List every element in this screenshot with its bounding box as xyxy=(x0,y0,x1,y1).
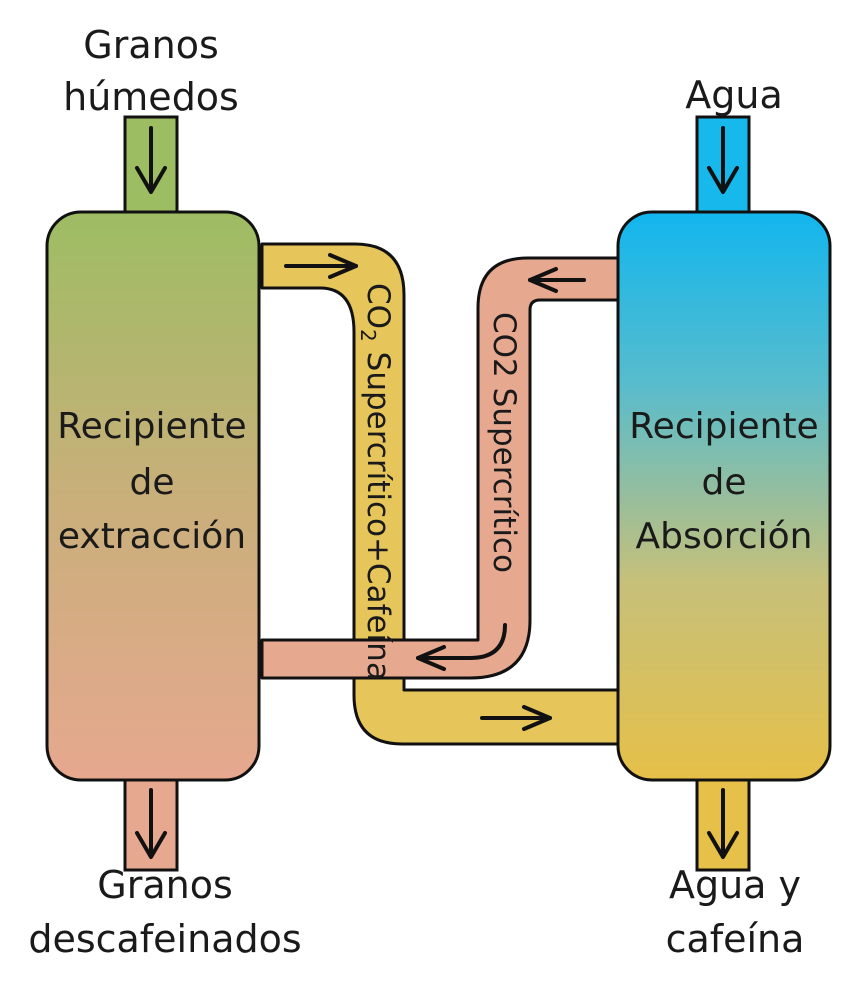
co2-return-pipe xyxy=(260,256,620,680)
yellow-bottom-right-arrow-icon xyxy=(480,705,552,731)
wet-beans-label-line1: Granos xyxy=(83,23,219,67)
wet-beans-down-arrow-icon xyxy=(135,126,167,194)
salmon-top-left-arrow-icon xyxy=(528,267,586,293)
extraction-vessel xyxy=(45,210,261,782)
absorption-vessel-label-line1: Recipiente xyxy=(629,406,818,447)
extraction-vessel-label-line3: extracción xyxy=(58,516,246,557)
decaf-beans-label-line2: descafeinados xyxy=(28,917,301,961)
water-caffeine-down-arrow-icon xyxy=(707,788,739,859)
yellow-top-right-arrow-icon xyxy=(284,253,358,279)
wet-beans-label-line2: húmedos xyxy=(63,75,239,119)
decaf-beans-down-arrow-icon xyxy=(135,788,167,859)
extraction-vessel-label-line2: de xyxy=(130,462,175,503)
co2-return-pipe-label: CO2 Supercrítico xyxy=(486,312,522,573)
extraction-vessel-label-line1: Recipiente xyxy=(57,406,246,447)
water-down-arrow-icon xyxy=(707,126,739,194)
decaf-beans-label-line1: Granos xyxy=(97,863,233,907)
co2-caffeine-pipe-label: CO2 Supercrítico+Cafeína xyxy=(356,283,396,681)
water-caffeine-label-line2: cafeína xyxy=(666,917,805,961)
salmon-bottom-curved-arrow-icon xyxy=(416,623,507,671)
water-caffeine-label-line1: Agua y xyxy=(669,863,801,907)
water-label: Agua xyxy=(685,73,783,117)
absorption-vessel xyxy=(616,210,832,782)
absorption-vessel-label-line3: Absorción xyxy=(636,516,813,557)
co2-caffeine-pipe xyxy=(260,242,620,746)
absorption-vessel-label-line2: de xyxy=(702,462,747,503)
